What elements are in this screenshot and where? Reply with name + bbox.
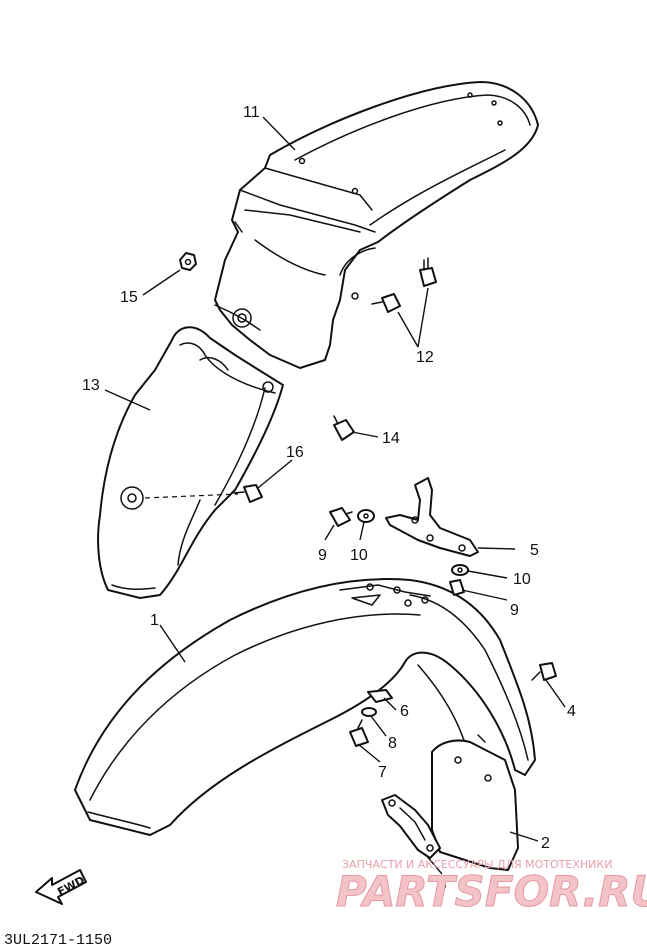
number-plate-part-2 bbox=[431, 734, 519, 871]
bracket-part-5 bbox=[385, 477, 479, 557]
washer-part-8 bbox=[361, 707, 377, 717]
forward-arrow-icon: FWD bbox=[35, 869, 87, 905]
plate-bracket-part-3 bbox=[381, 794, 441, 859]
nut-part-15 bbox=[179, 252, 197, 271]
bolt-part-12b bbox=[371, 293, 401, 313]
bolt-part-7 bbox=[349, 719, 369, 747]
diagram-code: 3UL2171-1150 bbox=[4, 932, 112, 949]
callout-labels: 11 15 12 13 14 16 9 10 5 10 9 1 4 6 8 7 … bbox=[82, 104, 576, 893]
callout-6: 6 bbox=[400, 703, 409, 720]
callout-2: 2 bbox=[541, 835, 550, 852]
callout-15: 15 bbox=[120, 289, 138, 306]
callout-7: 7 bbox=[378, 764, 387, 781]
callout-13: 13 bbox=[82, 377, 100, 394]
callout-11: 11 bbox=[243, 104, 260, 121]
bolt-part-14 bbox=[333, 415, 355, 441]
callout-5: 5 bbox=[530, 542, 539, 559]
callout-3: 3 bbox=[438, 876, 447, 893]
bolt-part-9a bbox=[329, 507, 353, 527]
callout-4: 4 bbox=[567, 703, 576, 720]
rear-fender-part-11 bbox=[214, 81, 539, 369]
callout-9a: 9 bbox=[318, 547, 327, 564]
watermark: ЗАПЧАСТИ И АКСЕССУАРЫ ДЛЯ МОТОТЕХНИКИ PA… bbox=[336, 858, 647, 917]
bolt-part-9b bbox=[449, 579, 465, 596]
callout-10b: 10 bbox=[513, 571, 531, 588]
callout-9b: 9 bbox=[510, 602, 519, 619]
watermark-brand: PARTSFOR.RU bbox=[336, 867, 647, 916]
bolt-part-12a bbox=[419, 257, 437, 287]
washer-part-10a bbox=[357, 509, 375, 523]
callout-10a: 10 bbox=[350, 547, 368, 564]
washer-part-10b bbox=[451, 564, 469, 576]
mudguard-part-13 bbox=[97, 326, 284, 599]
callout-16: 16 bbox=[286, 444, 304, 461]
leader-lines bbox=[104, 116, 566, 875]
front-fender-part-1 bbox=[74, 578, 536, 836]
callout-14: 14 bbox=[382, 430, 400, 447]
watermark-tagline: ЗАПЧАСТИ И АКСЕССУАРЫ ДЛЯ МОТОТЕХНИКИ bbox=[342, 858, 612, 871]
callout-12: 12 bbox=[416, 349, 434, 366]
bolt-part-4 bbox=[531, 662, 557, 681]
callout-8: 8 bbox=[388, 735, 397, 752]
bolt-part-16 bbox=[233, 484, 263, 503]
callout-1: 1 bbox=[150, 612, 159, 629]
hardware-group bbox=[179, 252, 557, 747]
washer-part-6 bbox=[367, 689, 393, 703]
